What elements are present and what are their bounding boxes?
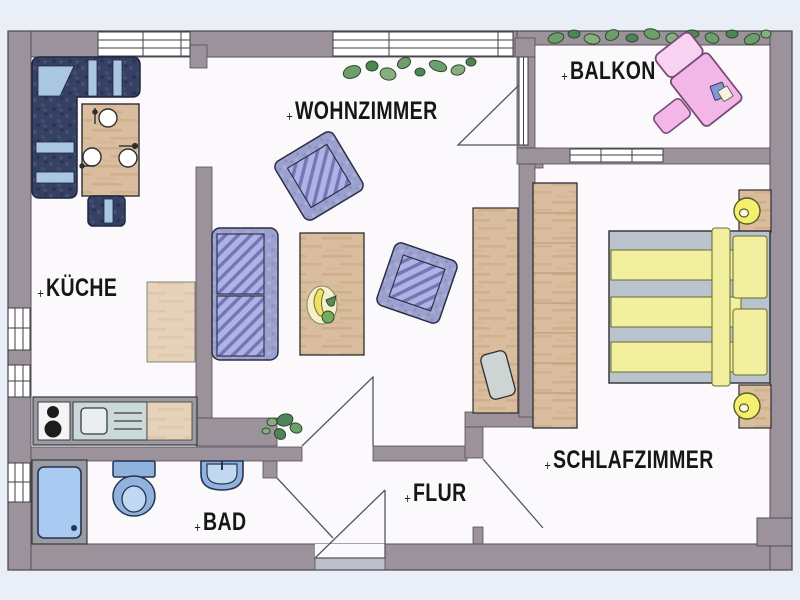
desk-chair (480, 350, 516, 400)
room-label-schlafzimmer: SCHLAFZIMMER (544, 448, 714, 473)
livingroom-plants (342, 56, 477, 81)
wall-stub-kitchen (189, 44, 208, 69)
bath-door-swing (276, 477, 334, 539)
kitchen-counter (32, 396, 198, 446)
sofa (211, 227, 279, 361)
dining-bench (87, 195, 126, 227)
room-label-kueche: KÜCHE (37, 276, 117, 301)
book (709, 81, 734, 102)
wall-bath-top (30, 446, 303, 462)
room-label-flur: FLUR (404, 481, 467, 506)
sun-lounger (653, 31, 743, 134)
balcony-door-swing (456, 84, 520, 146)
wall-bath-door-stub (262, 460, 278, 479)
armchair-1 (274, 131, 364, 221)
double-bed (608, 227, 771, 387)
wall-bedroom-jog-v (464, 426, 484, 459)
wall-hall-top (372, 445, 468, 462)
hall-plant (261, 413, 303, 440)
wall-balcony-block-top (514, 37, 536, 58)
coffee-table (299, 232, 365, 356)
dining-table (79, 103, 140, 197)
wall-kitchen-living (195, 166, 213, 419)
room-label-bad: BAD (194, 510, 246, 535)
fruit-bowl (306, 285, 338, 325)
door-swings (276, 84, 544, 559)
kitchen-corner-bench (31, 56, 141, 199)
room-label-wohnzimmer: WOHNZIMMER (286, 99, 438, 124)
armchair-2 (376, 242, 458, 324)
wall-bedroom-door-stub (472, 526, 484, 545)
entrance-opening (315, 544, 385, 558)
nightstand-bottom (733, 384, 772, 429)
pillow-top (732, 235, 768, 299)
entrance-threshold (314, 557, 386, 571)
entrance-door-swing (313, 489, 386, 559)
bathroom-sink (200, 460, 244, 491)
bedroom-door-swing (482, 458, 544, 529)
shower (31, 459, 88, 545)
nightstand-top (733, 189, 772, 233)
pillow-bottom (732, 308, 768, 376)
toilet (112, 460, 156, 517)
wardrobe (532, 182, 578, 429)
livingroom-door-swing (301, 375, 374, 447)
room-label-balkon: BALKON (561, 59, 656, 84)
kitchen-counter-upper (146, 281, 196, 363)
